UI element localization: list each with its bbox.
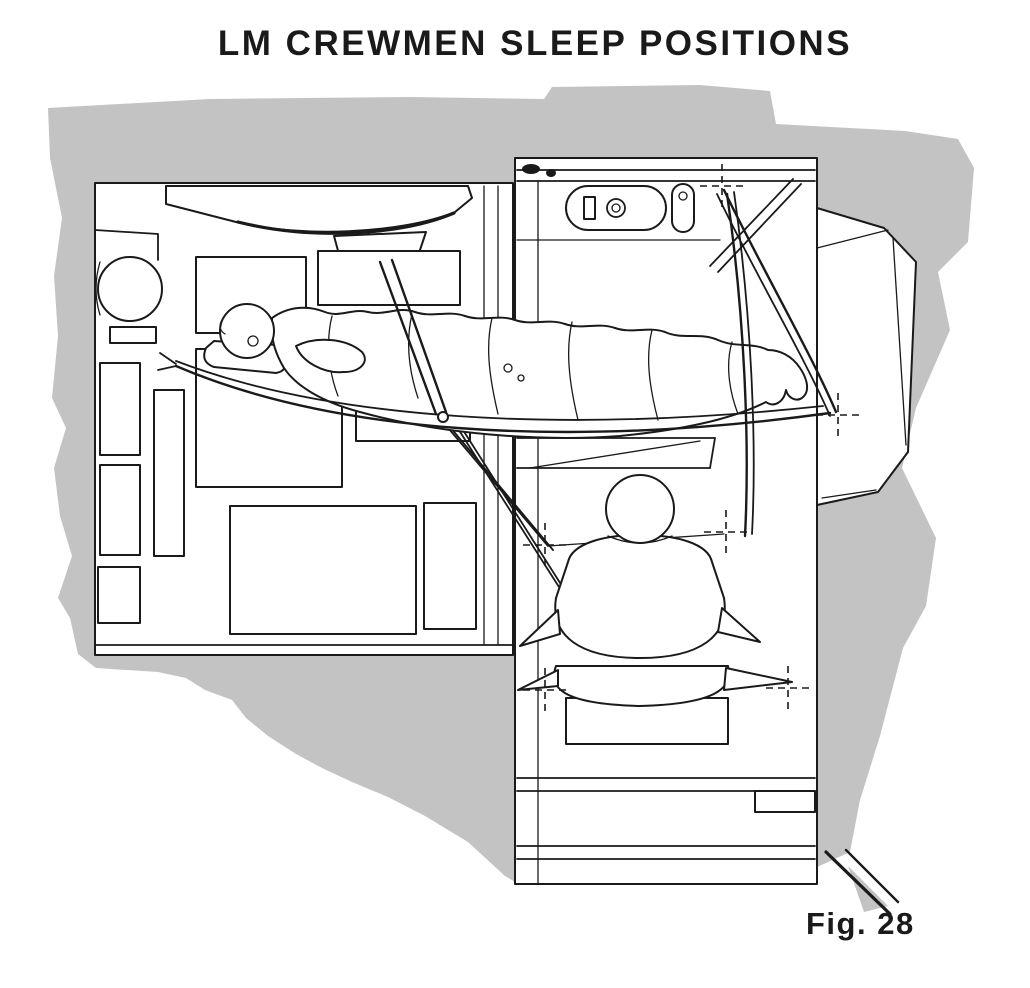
crewman2-head <box>605 474 675 544</box>
lower-tip-right <box>723 667 793 691</box>
crewman-body <box>271 306 808 439</box>
oxygen-tank <box>565 183 695 233</box>
ceiling-fitting-small <box>546 169 556 177</box>
vertical-sleeping-crewman <box>517 474 793 707</box>
hammock-fitting <box>437 411 449 423</box>
left-console-panel <box>94 182 514 656</box>
hammock-tip-right <box>717 607 761 643</box>
small-canister <box>671 183 695 233</box>
crewman-head <box>219 303 275 359</box>
nose <box>219 319 226 335</box>
figure-title: LM CREWMEN SLEEP POSITIONS <box>217 24 853 63</box>
side-wall-facets <box>816 207 917 506</box>
ceiling-strap <box>378 258 448 416</box>
ceiling-fitting <box>522 164 540 174</box>
horizontal-sleeping-crewman <box>203 303 808 439</box>
crewman-arm <box>295 338 366 374</box>
corner-bracket <box>94 229 159 261</box>
left-round-tank <box>95 256 163 344</box>
wrapped-body <box>554 534 726 659</box>
tank-valve <box>583 196 596 220</box>
alignment-cross-markers <box>523 164 860 712</box>
lower-tip-left <box>517 669 559 691</box>
horizontal-hammock <box>157 352 832 434</box>
neck-line <box>607 535 673 544</box>
right-cabin-section <box>514 157 917 885</box>
bow-supports <box>716 188 838 538</box>
ear <box>247 335 259 347</box>
hammock-tip-left <box>519 609 561 647</box>
figure-caption: Fig. 28 <box>806 906 915 941</box>
corner-braces <box>824 848 900 916</box>
suit-wrinkles <box>327 313 739 421</box>
diagonal-strut <box>709 178 802 273</box>
